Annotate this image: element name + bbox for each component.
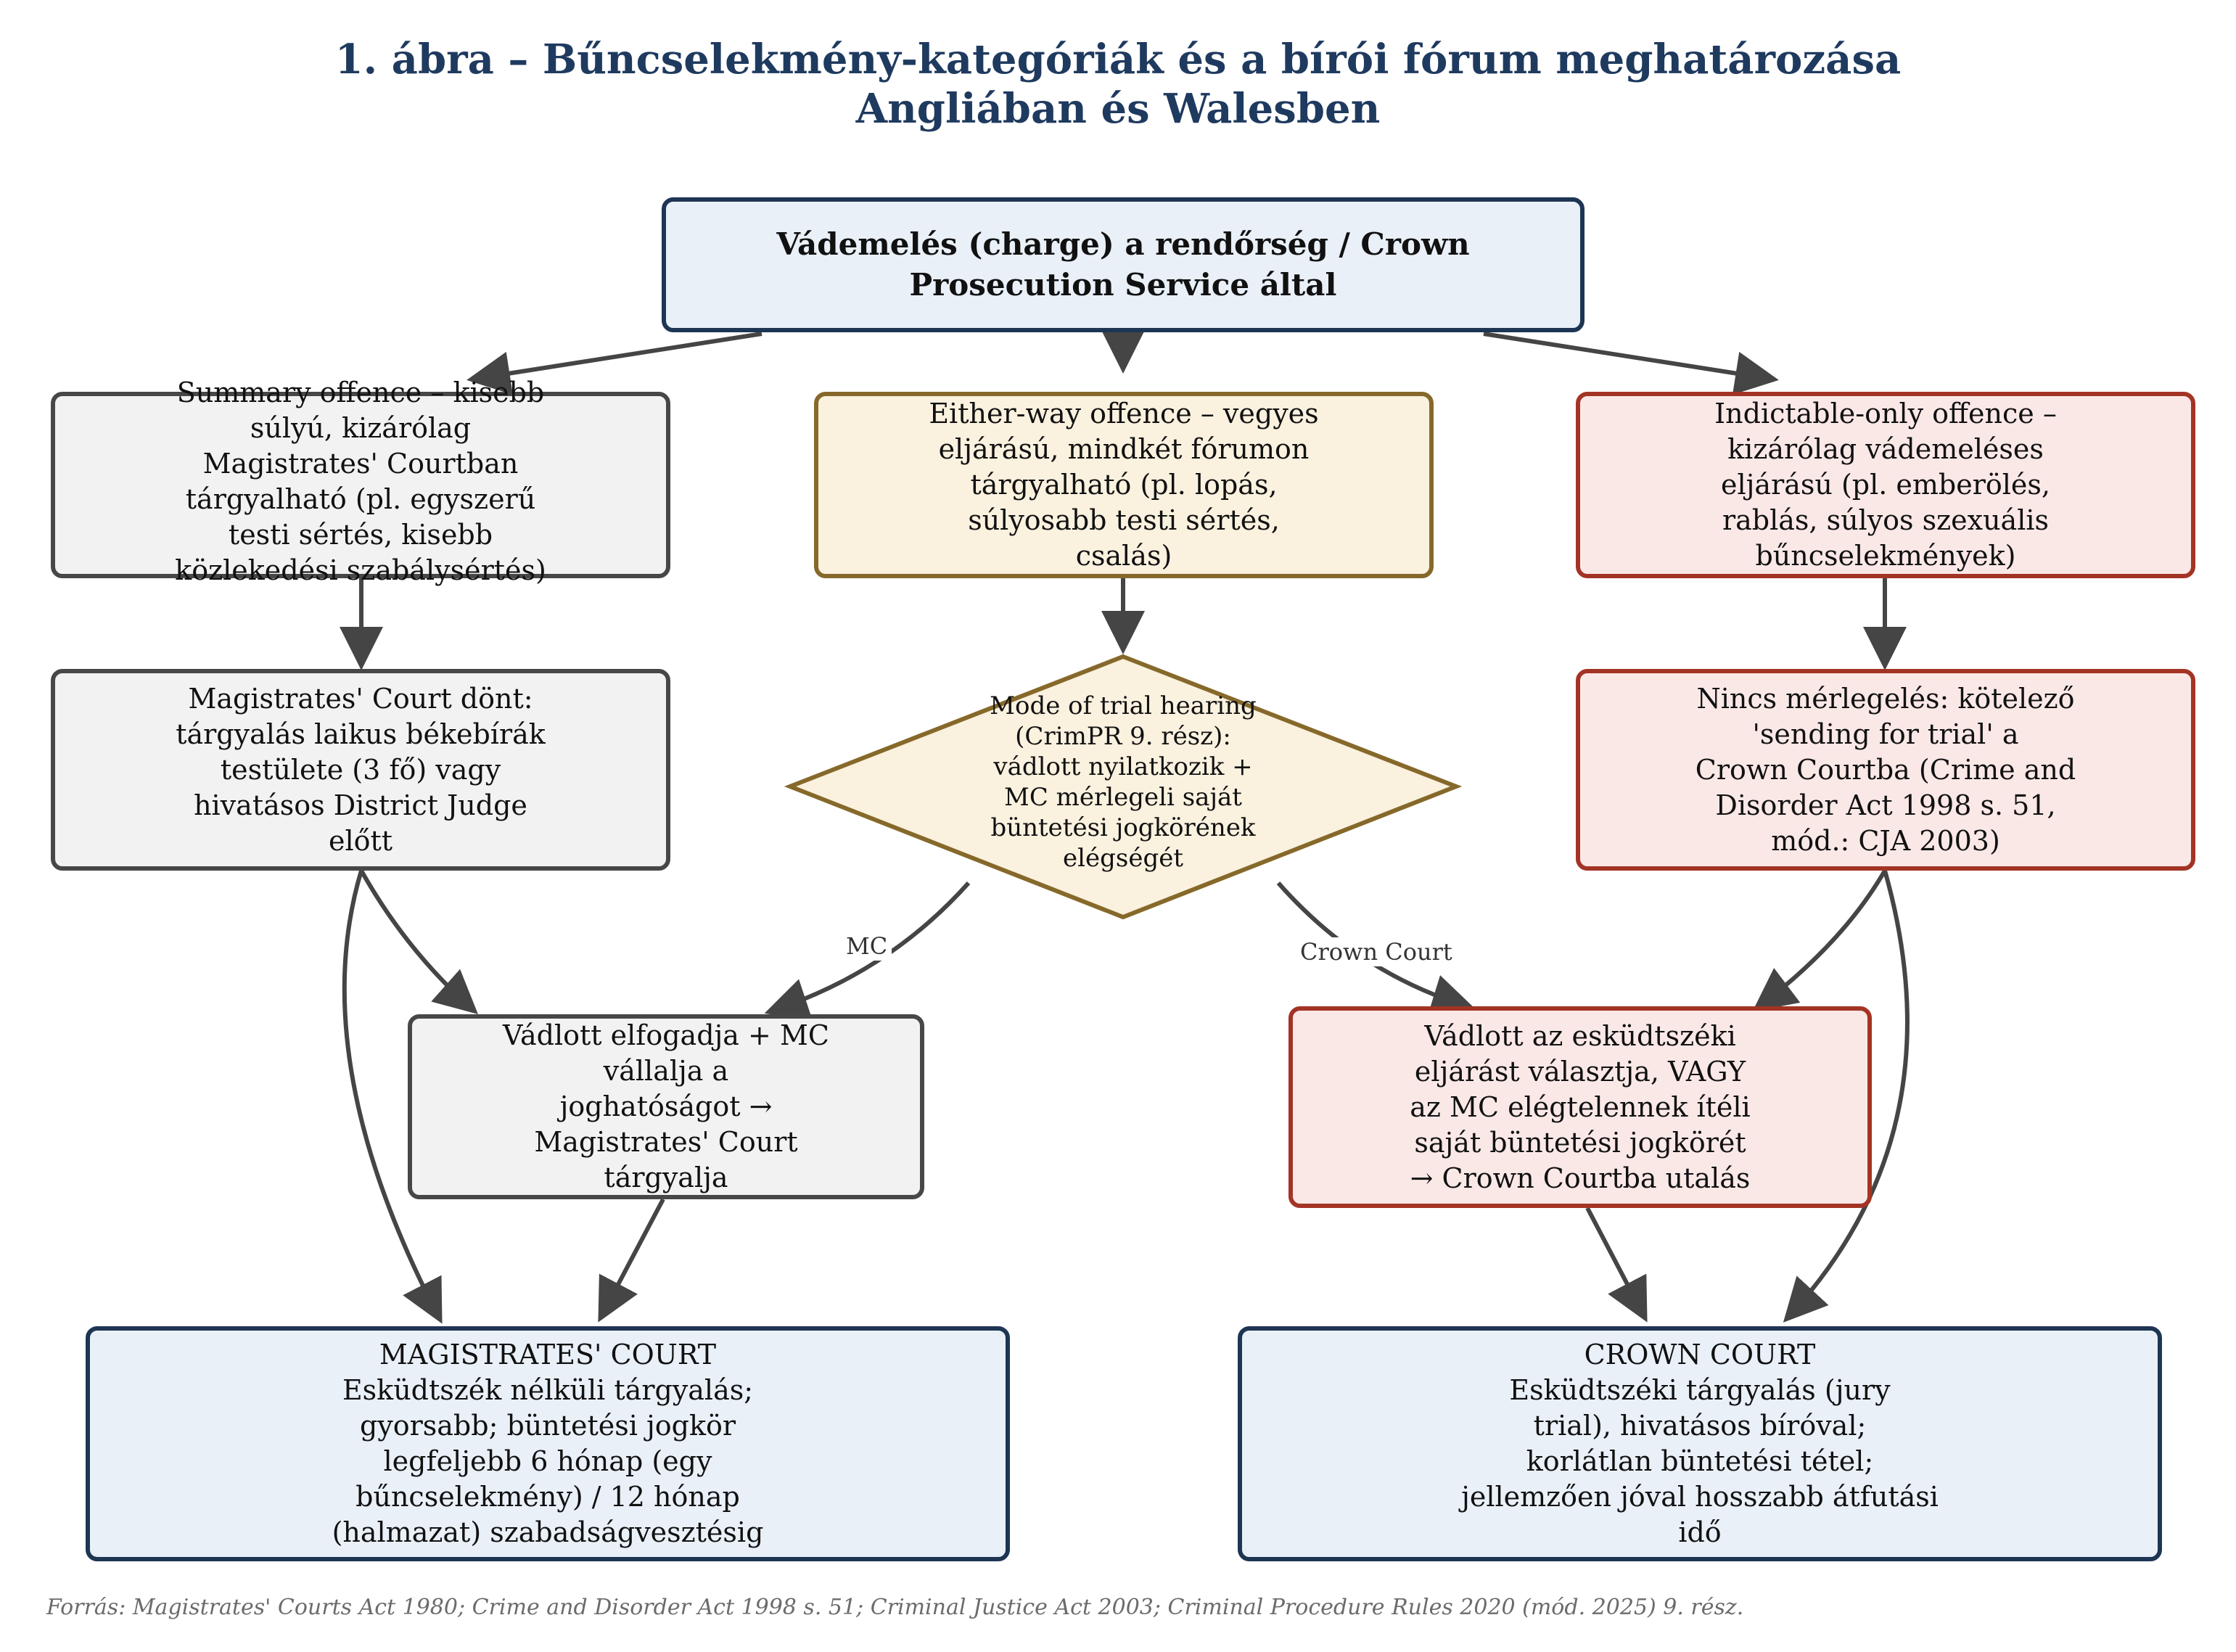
edge-mc-decides-to-accepts-mc [359, 869, 478, 1014]
node-summary-offence: Summary offence – kisebb súlyú, kizáróla… [51, 377, 670, 586]
edge-elects-jury-to-crown-court [1585, 1207, 1648, 1323]
node-summary-offence-label: Summary offence – kisebb súlyú, kizáróla… [175, 376, 546, 586]
edge-accepts-mc-to-magistrates-court [598, 1198, 665, 1323]
node-defendant-accepts-mc-label: Vádlott elfogadja + MC vállalja a joghat… [503, 1019, 829, 1193]
mode-of-trial-diamond [784, 654, 1463, 920]
edge-no-discretion-to-elects-jury [1752, 869, 1887, 1012]
node-defendant-elects-jury: Vádlott az esküdtszéki eljárást választj… [1288, 1006, 1872, 1208]
node-mode-of-trial-label: Mode of trial hearing (CrimPR 9. rész): … [990, 691, 1257, 873]
node-indictable-only-offence-label: Indictable-only offence – kizárólag váde… [1714, 398, 2057, 572]
figure-title: 1. ábra – Bűncselekmény-kategóriák és a … [0, 35, 2236, 133]
edge-mc-decides-to-magistrates-court [342, 870, 443, 1324]
edge-label-crown-court: Crown Court [1296, 937, 1457, 966]
edge-charge-to-indictable [1483, 332, 1779, 395]
node-defendant-elects-jury-label: Vádlott az esküdtszéki eljárást választj… [1410, 1019, 1751, 1194]
node-magistrates-court-label: MAGISTRATES' COURT Esküdtszék nélküli tá… [332, 1339, 764, 1548]
figure-title-line-2: Angliában és Walesben [855, 85, 1381, 133]
edge-label-mc: MC [842, 932, 892, 961]
node-mc-decides-label: Magistrates' Court dönt: tárgyalás laiku… [176, 682, 546, 857]
node-magistrates-court: MAGISTRATES' COURT Esküdtszék nélküli tá… [86, 1326, 1010, 1561]
edge-no-discretion-to-crown-court [1783, 870, 1910, 1323]
node-either-way-offence-label: Either-way offence – vegyes eljárású, mi… [929, 398, 1319, 572]
node-crown-court: CROWN COURT Esküdtszéki tárgyalás (jury … [1238, 1326, 2162, 1561]
node-defendant-accepts-mc: Vádlott elfogadja + MC vállalja a joghat… [408, 1014, 924, 1199]
node-crown-court-label: CROWN COURT Esküdtszéki tárgyalás (jury … [1461, 1339, 1939, 1548]
node-charge: Vádemelés (charge) a rendőrség / Crown P… [662, 197, 1584, 332]
figure-title-line-1: 1. ábra – Bűncselekmény-kategóriák és a … [334, 36, 1902, 83]
node-either-way-offence: Either-way offence – vegyes eljárású, mi… [814, 392, 1434, 578]
edge-charge-to-summary [466, 332, 763, 395]
node-charge-label: Vádemelés (charge) a rendőrség / Crown P… [776, 226, 1470, 303]
source-note: Forrás: Magistrates' Courts Act 1980; Cr… [46, 1595, 1744, 1620]
node-indictable-only-offence: Indictable-only offence – kizárólag váde… [1576, 392, 2195, 578]
node-mc-decides: Magistrates' Court dönt: tárgyalás laiku… [51, 669, 670, 871]
node-no-discretion-label: Nincs mérlegelés: kötelező 'sending for … [1695, 682, 2076, 857]
node-no-discretion: Nincs mérlegelés: kötelező 'sending for … [1576, 669, 2195, 871]
